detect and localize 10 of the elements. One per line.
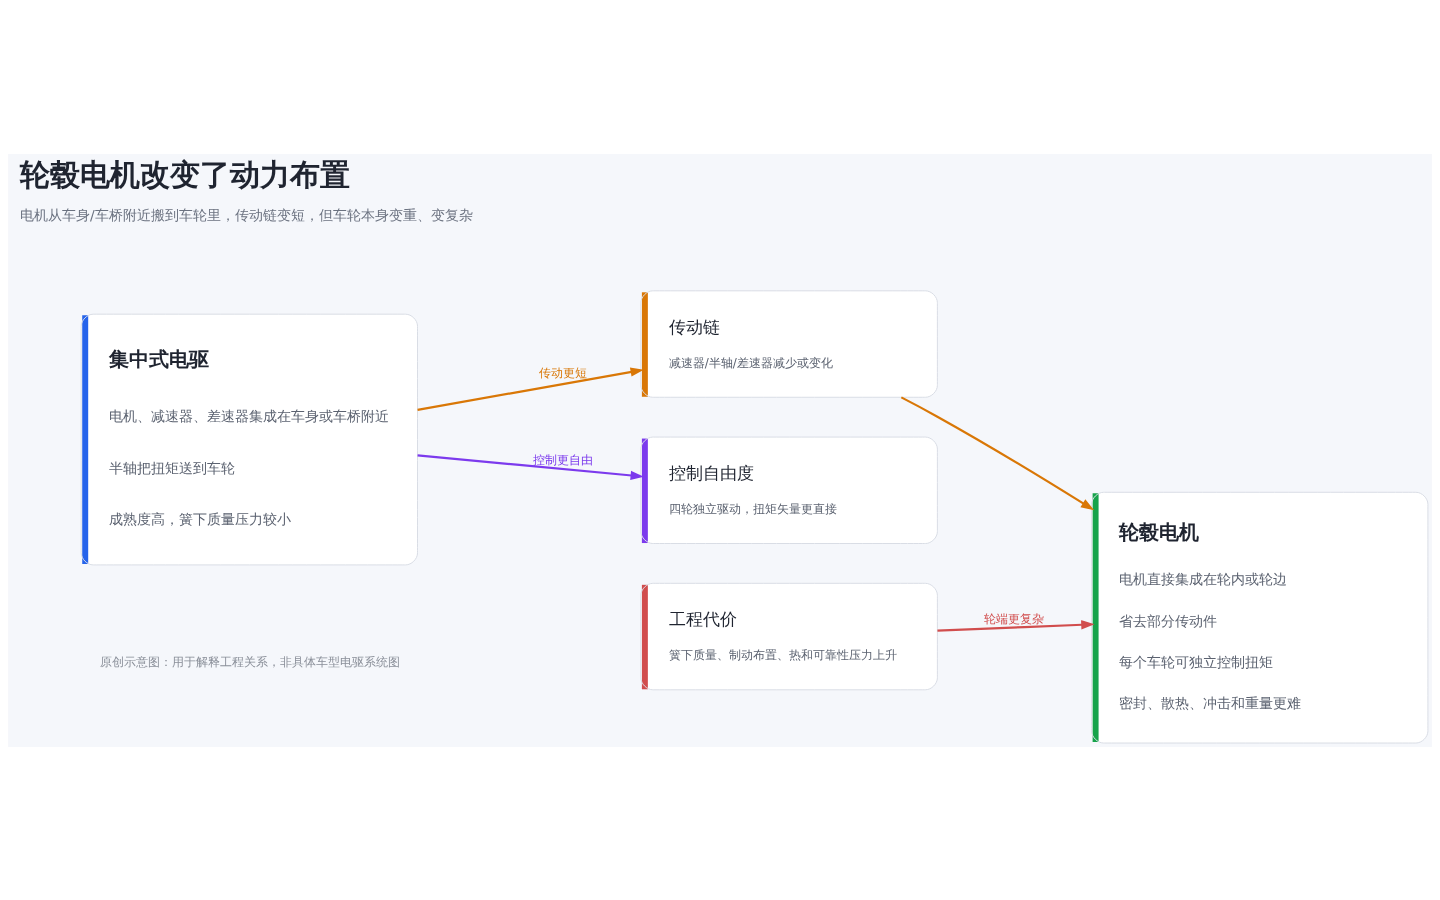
edge-label: 传动更短: [539, 365, 588, 380]
arrow: [417, 453, 644, 480]
diagram-title: 轮毂电机改变了动力布置: [20, 156, 351, 192]
edge-label: 控制更自由: [533, 452, 594, 467]
arrow: [900, 395, 1095, 510]
label: 电机从车身/车桥附近搬到车轮里，传动链变短，但车轮本身变重、变复杂: [20, 206, 473, 223]
arrow: [937, 619, 1095, 632]
edge-label: 轮端更复杂: [984, 611, 1045, 626]
caption: 原创示意图：用于解释工程关系，非具体车型电驱系统图: [99, 654, 400, 669]
arrow: [417, 366, 644, 411]
